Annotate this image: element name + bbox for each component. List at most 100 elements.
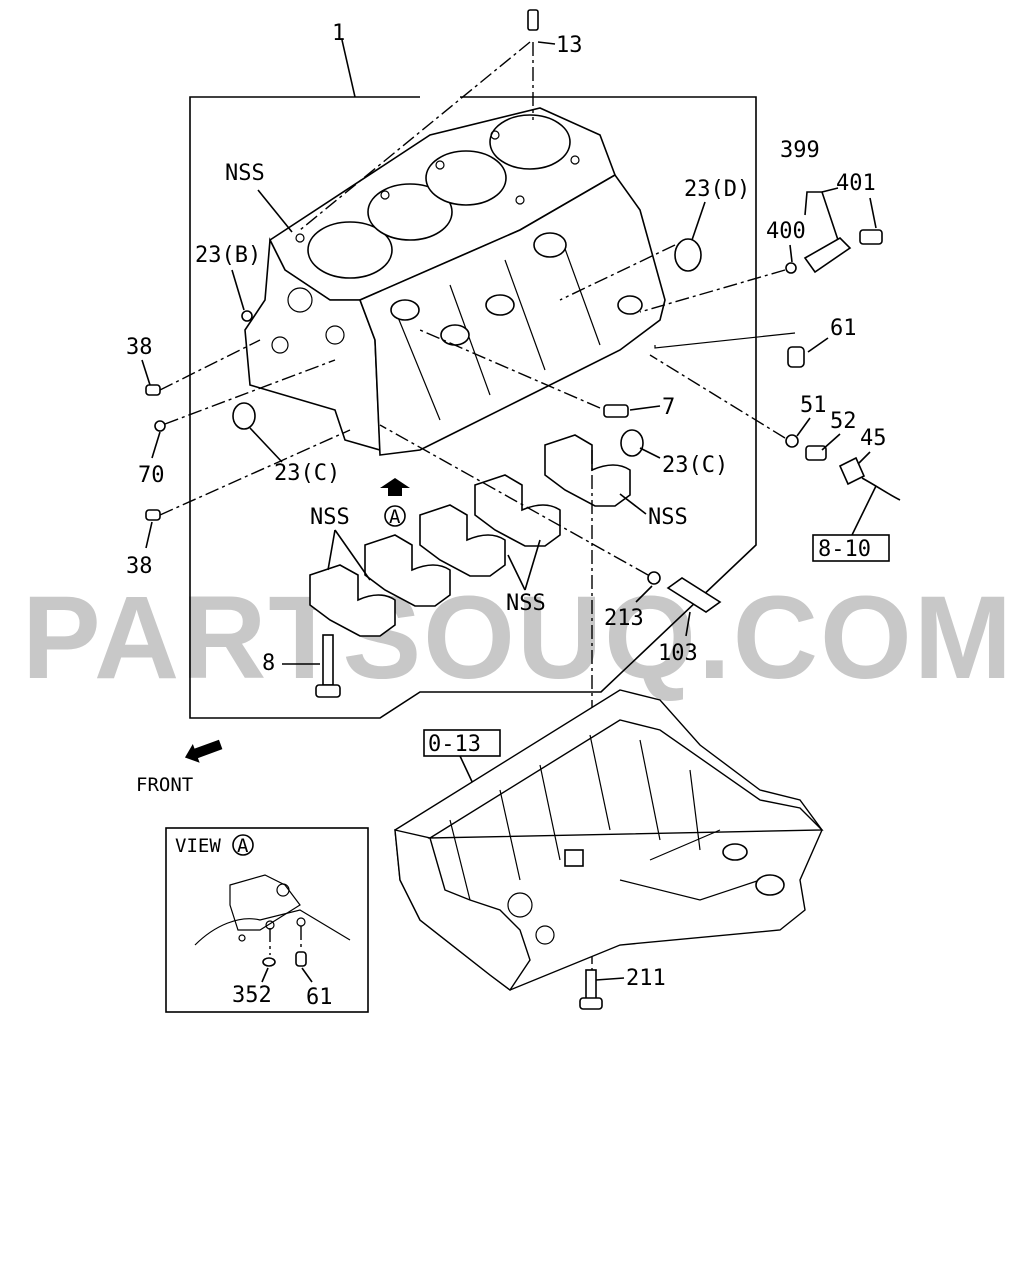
label-nss-caps-right: NSS (648, 505, 688, 530)
leader-399b (821, 187, 839, 193)
leader-38-bottom (145, 521, 153, 549)
bolt-7-centerline (419, 329, 601, 409)
block-frame (189, 96, 757, 719)
leader-400 (789, 244, 793, 263)
lower-crankcase (394, 689, 824, 992)
label-nss-caps-bottom: NSS (506, 591, 546, 616)
part-51-washer (785, 434, 799, 448)
part-23c-left (232, 402, 256, 430)
leader-nss-block (257, 189, 293, 233)
leader-23c-right (639, 447, 661, 459)
part-211-bolt-shank (585, 969, 597, 1001)
leader-61-top (807, 337, 829, 353)
part-23b-plug (241, 310, 253, 322)
part-23c-right (620, 429, 644, 457)
label-view-circle: A (237, 835, 249, 857)
label-view: VIEW (175, 835, 221, 857)
leader-nss-caps-bottom-b (524, 539, 541, 591)
part-70-ring (154, 420, 166, 432)
leader-52 (821, 433, 841, 451)
cylinder-block (244, 107, 666, 456)
part-61-top (787, 346, 805, 368)
label-1: 1 (332, 21, 345, 46)
label-circle-a: A (389, 506, 401, 528)
leader-23d (691, 201, 706, 241)
label-399: 399 (780, 138, 820, 163)
label-23b: 23(B) (195, 243, 261, 268)
part-13-dowel (527, 9, 539, 31)
leader-nss-caps-left-b (327, 529, 336, 571)
part-401-bolt (859, 229, 883, 245)
bearing-caps (309, 434, 631, 637)
part-400-oring (785, 262, 797, 274)
ref-box-8-10 (812, 534, 890, 562)
part-8-bolt-shank (322, 634, 334, 686)
part-52-adapter (805, 445, 827, 461)
part-45-switch (838, 456, 866, 486)
view-a-inset (165, 827, 369, 1013)
leader-51 (796, 417, 811, 437)
label-nss-block: NSS (225, 161, 265, 186)
leader-45 (857, 451, 871, 465)
leader-13 (537, 41, 556, 45)
label-352: 352 (232, 983, 272, 1008)
label-45: 45 (860, 426, 887, 451)
leader-nss-caps-left-a (334, 529, 371, 581)
label-38-top: 38 (126, 335, 153, 360)
view-a-circle (232, 834, 254, 856)
label-8: 8 (262, 651, 275, 676)
view-a-detail (194, 874, 351, 967)
switch-centerline (649, 354, 786, 439)
ref-box-0-13 (423, 729, 501, 757)
label-38-bottom: 38 (126, 554, 153, 579)
part-38-top (145, 384, 161, 396)
front-arrow (184, 739, 223, 763)
arrow-view-a (380, 478, 410, 496)
part-7-bolt (603, 404, 629, 418)
ring-70-centerline (164, 359, 336, 425)
label-61-view: 61 (306, 985, 333, 1010)
label-ref-8-10: 8-10 (818, 537, 871, 562)
leader-401 (869, 197, 877, 229)
leader-70 (151, 431, 161, 459)
part-211-bolt-head (579, 997, 603, 1010)
part-399-jet (803, 237, 852, 274)
jet-centerline (639, 269, 786, 313)
watermark-text: PARTSOUQ.COM (22, 572, 1014, 704)
pin-38-top-centerline (159, 339, 261, 391)
part-213-washer (647, 571, 661, 585)
label-23d: 23(D) (684, 177, 750, 202)
leader-38-top (141, 359, 151, 386)
part-23d-plug (674, 238, 702, 272)
part-61-leader-bracket (654, 332, 796, 349)
valve-centerline (379, 424, 649, 576)
label-nss-caps-left: NSS (310, 505, 350, 530)
label-23c-right: 23(C) (662, 453, 728, 478)
plug-23d-centerline (559, 244, 676, 301)
leader-399 (804, 191, 839, 241)
leader-8-10 (851, 485, 877, 536)
part-8-bolt-head (315, 684, 341, 698)
label-211: 211 (626, 966, 666, 991)
label-401: 401 (836, 171, 876, 196)
leader-23c-left (249, 427, 283, 463)
label-400: 400 (766, 219, 806, 244)
label-70: 70 (138, 463, 165, 488)
leader-1 (341, 39, 356, 98)
part-38-bottom (145, 509, 161, 521)
leader-nss-caps-bottom-a (507, 554, 526, 591)
part-103-valve (666, 577, 722, 613)
switch-45-wire (861, 477, 901, 501)
label-7: 7 (662, 395, 675, 420)
label-213: 213 (604, 606, 644, 631)
label-13: 13 (556, 33, 583, 58)
leader-61-view (301, 967, 313, 983)
label-103: 103 (658, 641, 698, 666)
circle-a-marker (384, 505, 406, 527)
leader-103 (685, 611, 691, 637)
label-52: 52 (830, 409, 857, 434)
leader-nss-caps-right (619, 493, 647, 515)
leader-23b (231, 269, 245, 311)
